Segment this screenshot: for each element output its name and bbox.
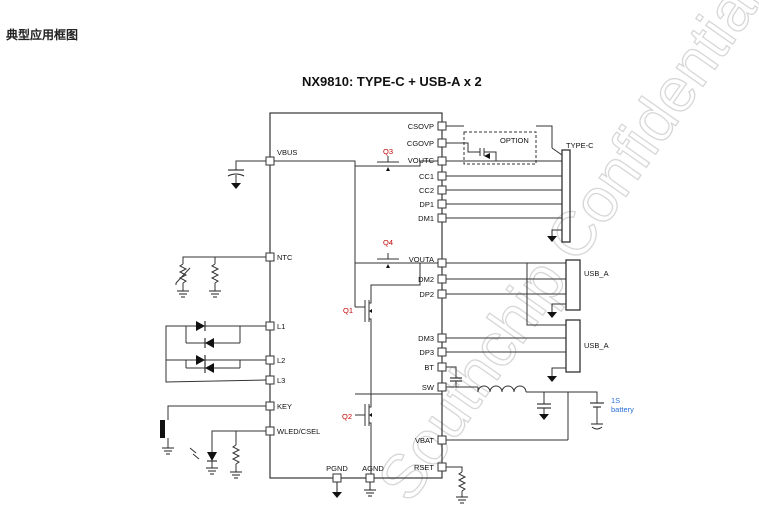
- svg-text:Q4: Q4: [383, 238, 393, 247]
- svg-text:SW: SW: [422, 383, 435, 392]
- svg-text:VBAT: VBAT: [415, 436, 434, 445]
- svg-text:CC1: CC1: [419, 172, 434, 181]
- svg-text:DM3: DM3: [418, 334, 434, 343]
- svg-text:Q3: Q3: [383, 147, 393, 156]
- svg-text:CSOVP: CSOVP: [408, 122, 434, 131]
- transistor-q3: Q3: [377, 147, 399, 171]
- svg-text:USB_A: USB_A: [584, 269, 609, 278]
- key-button: [160, 405, 266, 455]
- svg-text:L3: L3: [277, 376, 285, 385]
- ntc-network: [175, 256, 266, 298]
- transistor-q1: Q1: [343, 300, 372, 322]
- svg-text:DP1: DP1: [419, 200, 434, 209]
- svg-text:DM2: DM2: [418, 275, 434, 284]
- bottom-pins: PGND AGND: [326, 464, 384, 498]
- svg-text:L1: L1: [277, 322, 285, 331]
- svg-text:TYPE-C: TYPE-C: [566, 141, 594, 150]
- diagram-title: NX9810: TYPE-C + USB-A x 2: [302, 74, 482, 89]
- svg-text:CC2: CC2: [419, 186, 434, 195]
- svg-text:USB_A: USB_A: [584, 341, 609, 350]
- svg-text:DP2: DP2: [419, 290, 434, 299]
- right-pin-labels: CSOVP CGOVP VOUTC CC1 CC2 DP1 DM1 VOUTA …: [407, 122, 435, 472]
- option-block: OPTION: [446, 125, 553, 165]
- right-pins: [437, 121, 447, 472]
- svg-text:NTC: NTC: [277, 253, 293, 262]
- usba-connector-2: USB_A: [446, 319, 609, 382]
- svg-text:KEY: KEY: [277, 402, 292, 411]
- internal-wiring: [270, 156, 442, 476]
- svg-text:DP3: DP3: [419, 348, 434, 357]
- vbus-capacitor: [227, 160, 266, 189]
- svg-text:L2: L2: [277, 356, 285, 365]
- svg-text:1S: 1S: [611, 396, 620, 405]
- power-stage: 1S battery: [446, 366, 634, 441]
- svg-text:DM1: DM1: [418, 214, 434, 223]
- typec-connector: TYPE-C: [446, 141, 594, 243]
- svg-text:BT: BT: [424, 363, 434, 372]
- svg-text:PGND: PGND: [326, 464, 348, 473]
- svg-text:battery: battery: [611, 405, 634, 414]
- svg-text:Q2: Q2: [342, 412, 352, 421]
- wled-network: [189, 430, 266, 479]
- transistor-q4: Q4: [377, 238, 399, 268]
- left-pin-labels: VBUS NTC L1 L2 L3 KEY WLED/CSEL: [277, 148, 320, 436]
- svg-text:AGND: AGND: [362, 464, 384, 473]
- led-array: [165, 321, 267, 383]
- svg-text:CGOVP: CGOVP: [407, 139, 434, 148]
- svg-text:OPTION: OPTION: [500, 136, 529, 145]
- rset-network: [446, 466, 468, 504]
- svg-text:VOUTA: VOUTA: [409, 255, 434, 264]
- svg-text:RSET: RSET: [414, 463, 434, 472]
- page-heading: 典型应用框图: [6, 28, 79, 42]
- svg-text:Q1: Q1: [343, 306, 353, 315]
- transistor-q2: Q2: [342, 404, 372, 426]
- svg-text:VOUTC: VOUTC: [408, 156, 435, 165]
- svg-text:WLED/CSEL: WLED/CSEL: [277, 427, 320, 436]
- left-pins: [265, 156, 275, 436]
- svg-text:VBUS: VBUS: [277, 148, 297, 157]
- usba-connector-1: USB_A: [446, 259, 609, 326]
